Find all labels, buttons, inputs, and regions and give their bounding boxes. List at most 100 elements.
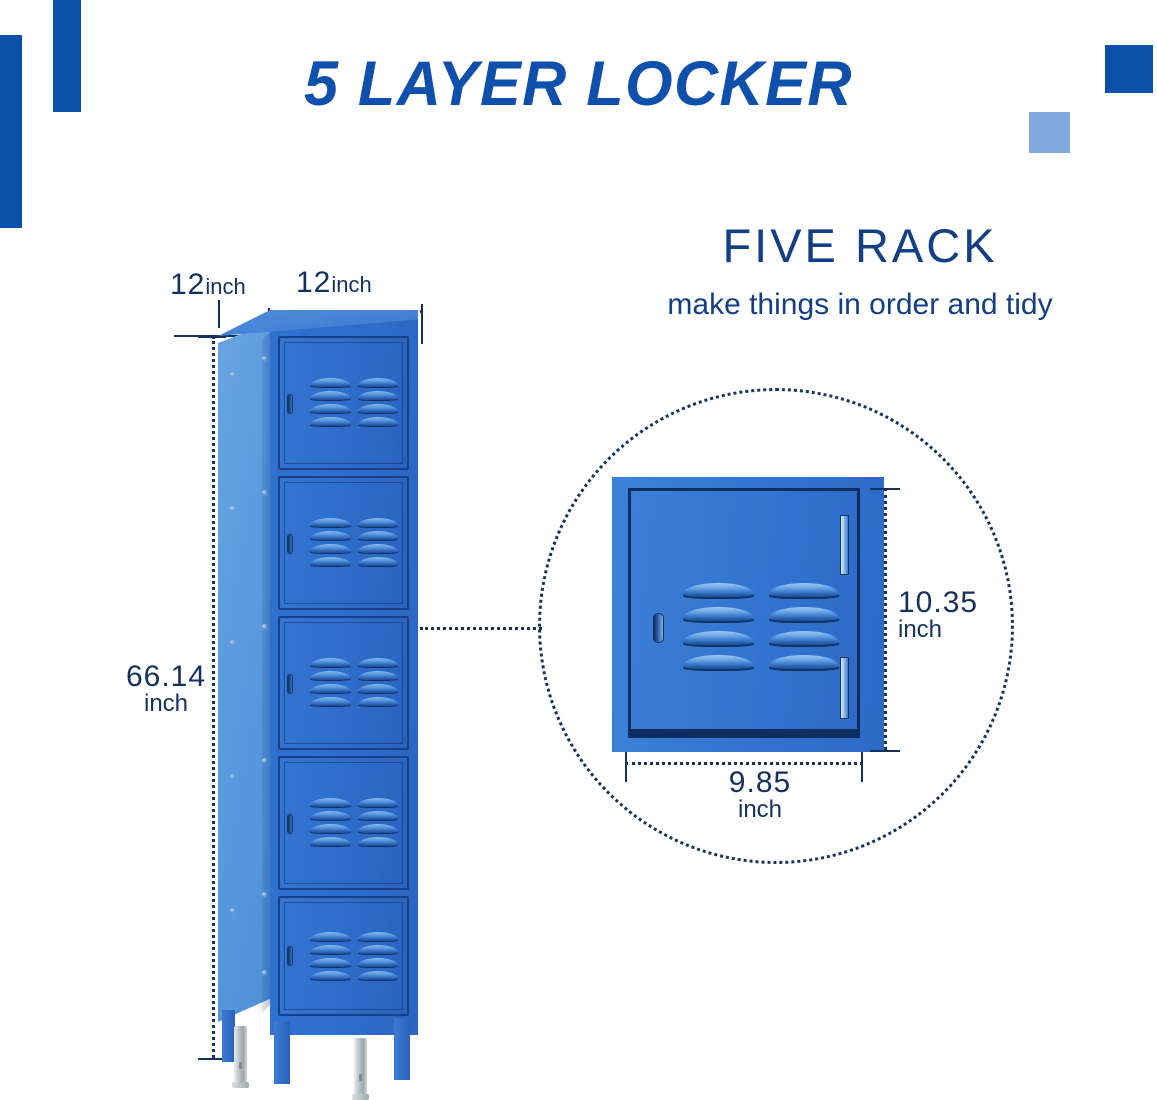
vent xyxy=(357,391,398,400)
door-inner-outline xyxy=(284,482,403,604)
vent xyxy=(357,557,398,566)
detail-door-vents xyxy=(683,583,839,669)
vent xyxy=(357,404,398,413)
vent xyxy=(310,391,351,400)
door-handle-4[interactable] xyxy=(287,814,293,834)
vent xyxy=(310,932,351,941)
dimension-tick-compartment-height-bottom xyxy=(870,750,900,752)
door-handle-2[interactable] xyxy=(287,534,293,554)
vent xyxy=(357,544,398,553)
dimension-width-value: 12 xyxy=(296,266,332,299)
locker-door-3[interactable] xyxy=(278,616,409,750)
dimension-width-unit: inch xyxy=(331,272,372,297)
decorative-square-dark xyxy=(1105,45,1153,93)
vent xyxy=(310,971,351,980)
decorative-bar-left-inner xyxy=(53,0,81,112)
door-vents-5 xyxy=(310,932,398,980)
vent xyxy=(357,697,398,706)
locker-leg-front-left xyxy=(274,1022,290,1084)
rivet xyxy=(230,506,235,511)
vent xyxy=(310,837,351,846)
vent xyxy=(357,531,398,540)
vent xyxy=(683,655,754,669)
door-inner-outline xyxy=(284,342,403,464)
vent xyxy=(357,837,398,846)
leveling-foot-right xyxy=(352,1038,369,1100)
rivet xyxy=(262,356,267,361)
vent xyxy=(310,658,351,667)
detail-door-handle[interactable] xyxy=(653,613,664,643)
dimension-tick-compartment-width-left xyxy=(625,752,627,782)
page-title: 5 LAYER LOCKER xyxy=(304,49,853,119)
vent xyxy=(310,684,351,693)
vent xyxy=(310,378,351,387)
door-inner-outline xyxy=(284,902,403,1010)
dimension-label-width: 12inch xyxy=(296,268,372,298)
foot-hole xyxy=(359,1074,362,1081)
vent xyxy=(683,583,754,597)
door-handle-1[interactable] xyxy=(287,394,293,414)
vent xyxy=(768,583,839,597)
vent xyxy=(357,417,398,426)
vent xyxy=(357,658,398,667)
dimension-tick-height-top xyxy=(198,336,226,338)
rivet xyxy=(262,624,267,629)
vent xyxy=(310,404,351,413)
detail-door-base-shadow xyxy=(631,729,859,735)
dimension-tick-width-right xyxy=(421,304,423,344)
rivet xyxy=(230,372,235,377)
vent xyxy=(310,945,351,954)
vent xyxy=(683,607,754,621)
locker-door-1[interactable] xyxy=(278,336,409,470)
vent xyxy=(310,531,351,540)
decorative-square-light xyxy=(1029,112,1070,153)
vent xyxy=(683,631,754,645)
detail-door-hinge-top xyxy=(840,515,849,575)
dimension-height-value: 66.14 xyxy=(125,660,207,693)
callout-connector-line xyxy=(420,627,542,630)
door-vents-1 xyxy=(310,378,398,426)
vent xyxy=(357,958,398,967)
locker-door-2[interactable] xyxy=(278,476,409,610)
vent xyxy=(357,684,398,693)
dimension-line-height xyxy=(212,336,215,1058)
detail-compartment xyxy=(612,477,884,752)
door-handle-3[interactable] xyxy=(287,674,293,694)
locker-door-5[interactable] xyxy=(278,896,409,1016)
feature-subtitle: make things in order and tidy xyxy=(667,288,1053,321)
vent xyxy=(310,824,351,833)
vent xyxy=(357,824,398,833)
vent xyxy=(357,798,398,807)
dimension-tick-height-bottom xyxy=(198,1058,226,1060)
detail-compartment-door[interactable] xyxy=(628,488,860,738)
door-handle-5[interactable] xyxy=(287,946,293,966)
dimension-depth-value: 12 xyxy=(170,268,206,301)
dimension-height-unit: inch xyxy=(143,690,189,717)
rivet xyxy=(230,640,235,645)
vent xyxy=(768,631,839,645)
detail-callout-circle xyxy=(538,388,1014,864)
vent xyxy=(310,798,351,807)
vent xyxy=(310,557,351,566)
vent xyxy=(310,671,351,680)
feature-title: FIVE RACK xyxy=(722,219,998,272)
rivet xyxy=(262,758,267,763)
door-vents-3 xyxy=(310,658,398,706)
vent xyxy=(310,544,351,553)
rivet xyxy=(262,892,267,897)
locker-tower xyxy=(218,310,418,1100)
vent xyxy=(357,945,398,954)
vent xyxy=(357,932,398,941)
rivet xyxy=(262,490,267,495)
vent xyxy=(768,607,839,621)
dimension-line-compartment-height xyxy=(884,488,887,750)
rivet xyxy=(230,908,235,913)
vent xyxy=(357,518,398,527)
vent xyxy=(310,811,351,820)
vent xyxy=(310,417,351,426)
dimension-label-height: 66.14 inch xyxy=(118,662,214,716)
foot-hole xyxy=(239,1062,242,1069)
leveling-foot-left xyxy=(232,1026,249,1088)
dimension-tick-compartment-height-top xyxy=(870,488,900,490)
locker-door-4[interactable] xyxy=(278,756,409,890)
